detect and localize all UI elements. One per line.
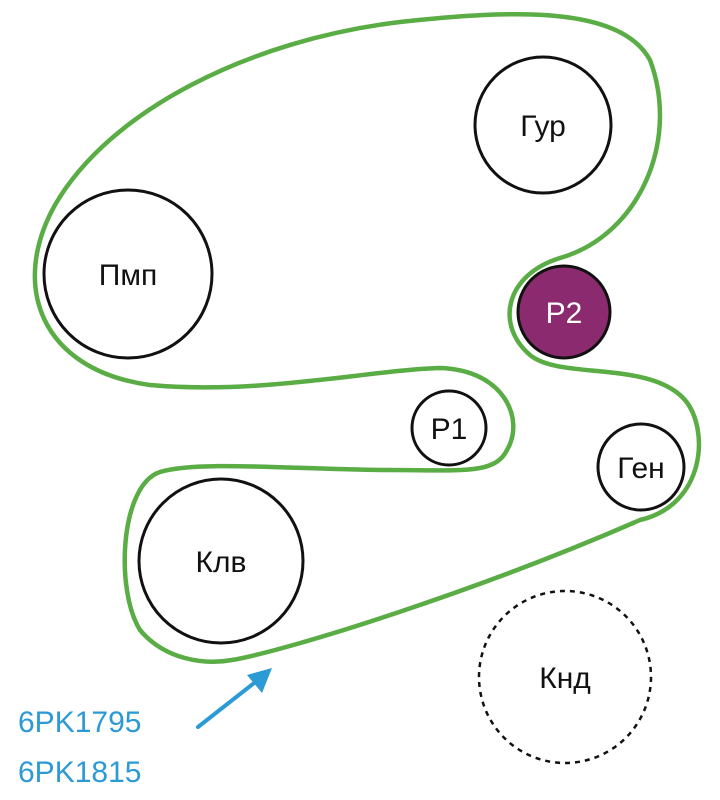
- drive-belt: [32, 11, 702, 664]
- pulley-p2-label: P2: [546, 297, 583, 330]
- pulley-p2: P2: [516, 264, 612, 360]
- pulley-pmp-label: Пмп: [99, 259, 157, 292]
- pulley-knd: Кнд: [477, 589, 653, 765]
- pulley-klv: Клв: [137, 477, 305, 645]
- pulley-gur-circle: [473, 55, 613, 195]
- pulley-gen-circle: [596, 422, 686, 512]
- pulley-gur: Гур: [473, 55, 613, 195]
- belt-pointer-arrow: [196, 668, 272, 729]
- pulley-klv-circle: [137, 477, 305, 645]
- pulley-p1: P1: [410, 389, 488, 467]
- arrow-head: [247, 668, 272, 693]
- belt-code-2: 6PK1815: [18, 756, 141, 789]
- pulley-pmp-circle: [42, 188, 214, 360]
- pulley-klv-label: Клв: [196, 546, 247, 579]
- pulley-pmp: Пмп: [42, 188, 214, 360]
- arrow-shaft: [196, 678, 260, 729]
- pulley-knd-label: Кнд: [539, 662, 591, 695]
- pulley-gur-label: Гур: [520, 110, 566, 143]
- pulley-p1-label: P1: [431, 413, 468, 446]
- belt-code-1: 6PK1795: [18, 706, 141, 739]
- pulley-gen: Ген: [596, 422, 686, 512]
- pulley-p2-circle: [516, 264, 612, 360]
- pulley-knd-circle: [477, 589, 653, 765]
- pulley-p1-circle: [410, 389, 488, 467]
- pulley-gen-label: Ген: [617, 452, 665, 485]
